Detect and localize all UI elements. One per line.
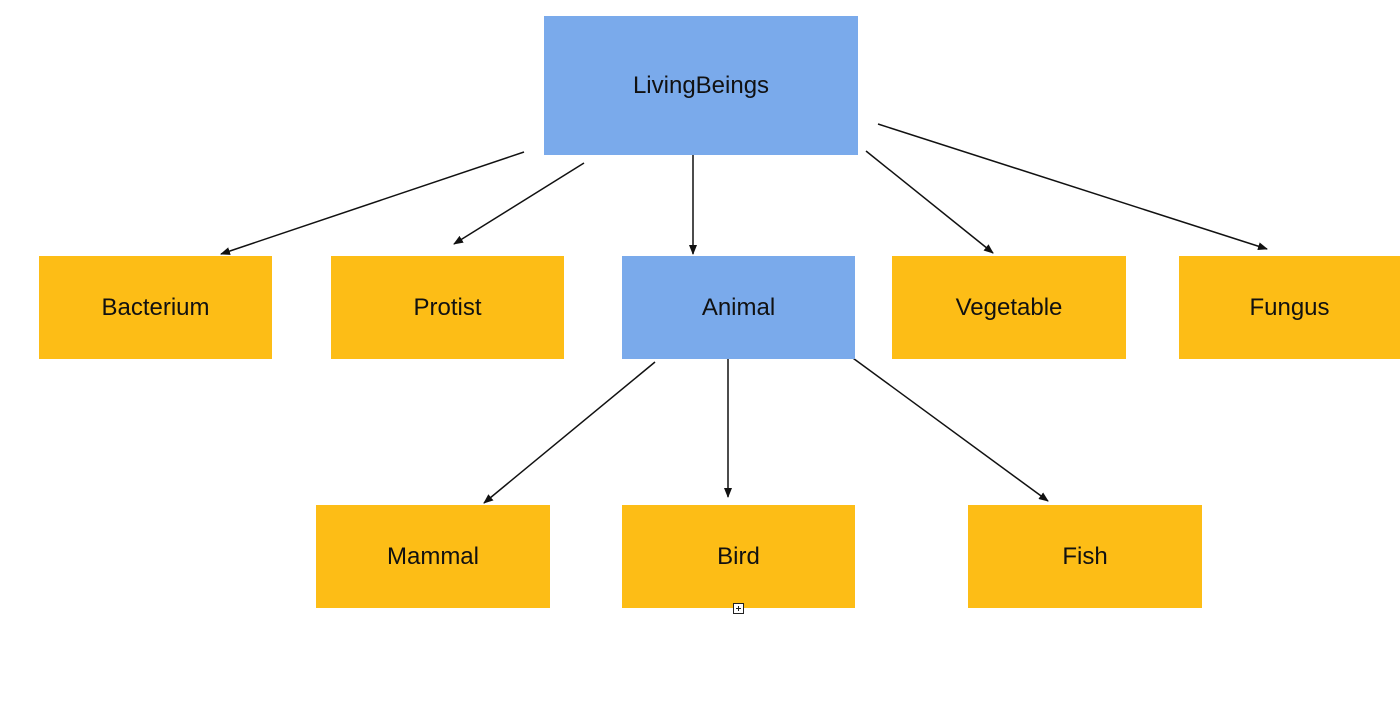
node-fish[interactable]: Fish bbox=[968, 505, 1202, 608]
node-label-bird: Bird bbox=[717, 542, 760, 570]
node-mammal[interactable]: Mammal bbox=[316, 505, 550, 608]
node-label-mammal: Mammal bbox=[386, 542, 479, 570]
edge-livingbeings-vegetable bbox=[865, 150, 994, 254]
node-label-protist: Protist bbox=[413, 293, 482, 321]
edge-livingbeings-bacterium bbox=[220, 151, 525, 255]
node-label-vegetable: Vegetable bbox=[955, 293, 1063, 321]
node-label-fish: Fish bbox=[1062, 542, 1108, 570]
edge-animal-mammal bbox=[483, 361, 656, 504]
node-vegetable[interactable]: Vegetable bbox=[892, 256, 1126, 359]
node-bird[interactable]: Bird bbox=[622, 505, 855, 608]
node-label-livingbeings: LivingBeings bbox=[632, 71, 770, 99]
node-label-fungus: Fungus bbox=[1249, 293, 1330, 321]
node-protist[interactable]: Protist bbox=[331, 256, 564, 359]
edge-livingbeings-protist bbox=[453, 162, 585, 245]
node-bacterium[interactable]: Bacterium bbox=[39, 256, 272, 359]
node-fungus[interactable]: Fungus bbox=[1179, 256, 1400, 359]
edge-animal-fish bbox=[845, 352, 1049, 502]
edge-livingbeings-fungus bbox=[877, 123, 1268, 251]
node-animal[interactable]: Animal bbox=[622, 256, 855, 359]
node-label-animal: Animal bbox=[701, 293, 776, 321]
plus-box-icon[interactable] bbox=[733, 603, 744, 614]
node-label-bacterium: Bacterium bbox=[101, 293, 210, 321]
node-livingbeings[interactable]: LivingBeings bbox=[544, 16, 858, 155]
